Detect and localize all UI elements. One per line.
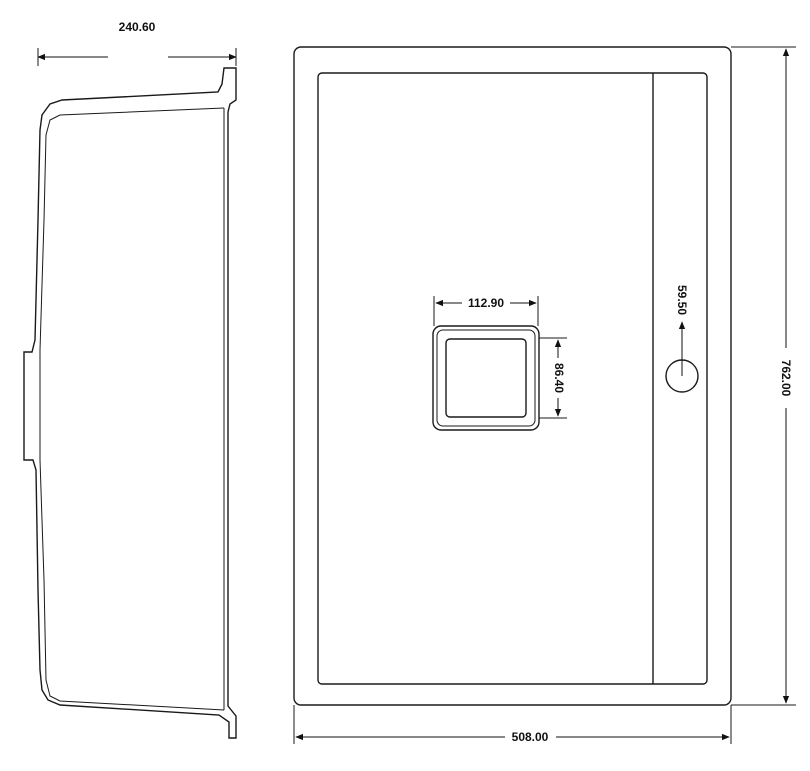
sink-bowl-edge — [317, 72, 708, 685]
side-depth-label: 240.60 — [119, 20, 156, 34]
overall-length-label: 762.00 — [779, 360, 793, 397]
side-profile-inner-wall — [39, 107, 225, 711]
drain-height-label: 86.40 — [552, 363, 566, 393]
top-plan-view: 112.90 86.40 59.50 762.00 508.00 — [293, 46, 796, 744]
side-profile-view: 240.60 — [23, 20, 237, 739]
drain-middle — [436, 329, 536, 427]
tap-offset-label: 59.50 — [675, 285, 689, 315]
overall-width-label: 508.00 — [512, 730, 549, 744]
drain-width-label: 112.90 — [468, 296, 504, 310]
drain-outer — [432, 325, 540, 431]
sink-outer-rim — [293, 46, 732, 706]
drain-inner — [445, 338, 527, 418]
side-profile-outline — [23, 67, 237, 739]
